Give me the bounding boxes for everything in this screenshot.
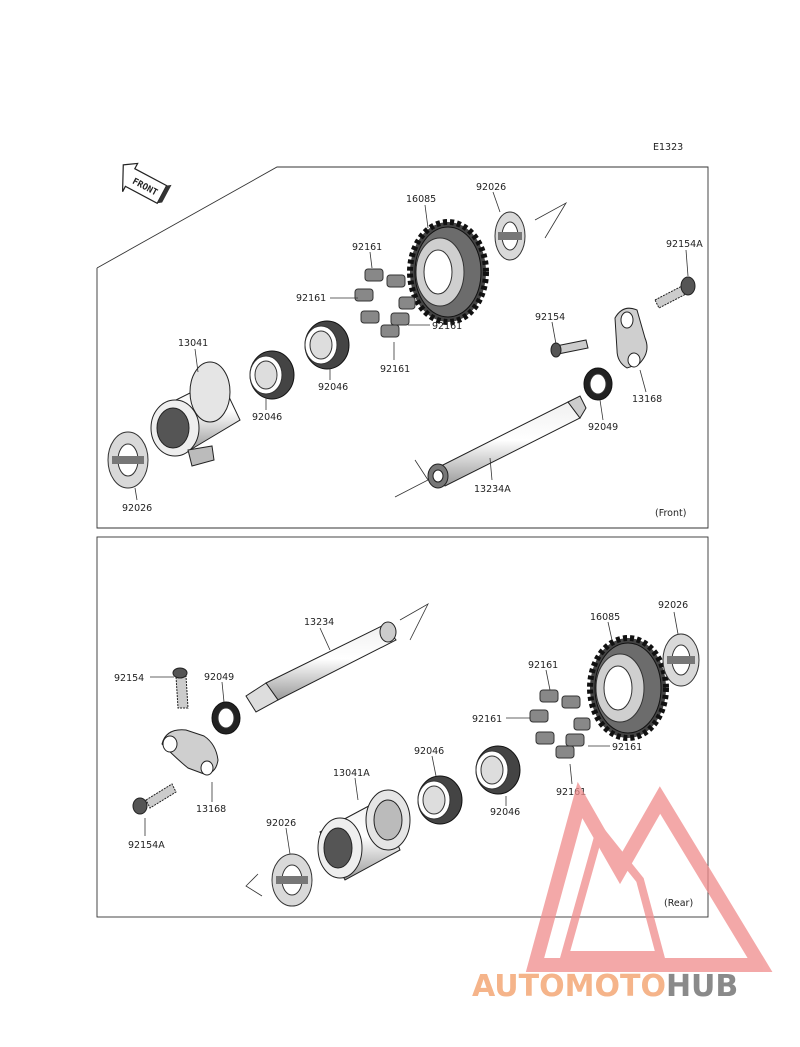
watermark-part1: AUTOMOTO (472, 969, 666, 1004)
needle-roller-segments (354, 268, 416, 338)
label-roller-bottom: 92161 (556, 787, 586, 798)
label-shaft: 13234A (474, 484, 511, 495)
label-roller-left: 92161 (472, 714, 502, 725)
label-roller-top: 92161 (352, 242, 382, 253)
needle-bearing-left (249, 350, 295, 400)
label-hub: 13041A (333, 768, 370, 779)
label-shaft: 13234 (304, 617, 334, 628)
label-seal: 92049 (588, 422, 618, 433)
needle-roller-segments (529, 689, 591, 759)
label-bearing-right: 92046 (318, 382, 348, 393)
watermark-text: AUTOMOTOHUB (472, 969, 738, 1004)
label-seal: 92049 (204, 672, 234, 683)
rear-leaders (144, 611, 679, 855)
holder-13168 (614, 307, 648, 369)
label-bolt: 92154 (535, 312, 565, 323)
diagram-code: E1323 (653, 142, 683, 153)
front-arrow-icon: FRONT (121, 162, 172, 205)
label-roller-right: 92161 (612, 742, 642, 753)
clutch-hub-13041 (150, 361, 241, 467)
needle-bearing-left (417, 775, 463, 825)
watermark-part2: HUB (666, 969, 738, 1004)
label-roller-left: 92161 (296, 293, 326, 304)
shaft-13234A (394, 395, 587, 498)
label-gear: 16085 (590, 612, 620, 623)
thrust-washer-left (107, 431, 149, 489)
needle-bearing-right (304, 320, 350, 370)
clutch-hub-13041A (317, 789, 411, 881)
thrust-washer-left (245, 853, 313, 907)
rear-caption: (Rear) (664, 898, 693, 909)
label-roller-top: 92161 (528, 660, 558, 671)
label-bolt-a: 92154A (666, 239, 703, 250)
front-caption: (Front) (655, 508, 686, 519)
label-bearing-right: 92046 (490, 807, 520, 818)
label-bearing-left: 92046 (414, 746, 444, 757)
label-holder: 13168 (632, 394, 662, 405)
thrust-washer-top (494, 211, 526, 261)
bolt-92154A (132, 783, 177, 815)
label-washer-left: 92026 (266, 818, 296, 829)
rear-panel: (Rear) (96, 536, 709, 918)
label-roller-bottom: 92161 (380, 364, 410, 375)
holder-13168 (161, 729, 219, 776)
front-panel: (Front) (96, 166, 709, 529)
label-bearing-left: 92046 (252, 412, 282, 423)
direction-mark (534, 201, 568, 239)
label-bolt: 92154 (114, 673, 144, 684)
label-hub: 13041 (178, 338, 208, 349)
front-leaders (134, 191, 689, 501)
shaft-direction-mark (399, 602, 429, 641)
label-bolt-a: 92154A (128, 840, 165, 851)
watermark-logo (525, 781, 773, 972)
oil-seal-92049 (211, 701, 241, 735)
oil-seal-92049 (583, 367, 613, 401)
bolt-92154A (654, 276, 696, 309)
shaft-direction-mark (394, 459, 429, 498)
bolt-92154 (550, 339, 589, 358)
needle-bearing-right (475, 745, 521, 795)
gear-16085 (407, 219, 489, 325)
thrust-washer-right (662, 633, 700, 687)
label-washer-right: 92026 (658, 600, 688, 611)
bolt-92154 (172, 667, 189, 709)
label-holder: 13168 (196, 804, 226, 815)
shaft-13234 (245, 602, 429, 713)
label-gear: 16085 (406, 194, 436, 205)
label-washer-left: 92026 (122, 503, 152, 514)
label-roller-right: 92161 (432, 321, 462, 332)
label-washer-top: 92026 (476, 182, 506, 193)
gear-16085 (587, 635, 669, 741)
